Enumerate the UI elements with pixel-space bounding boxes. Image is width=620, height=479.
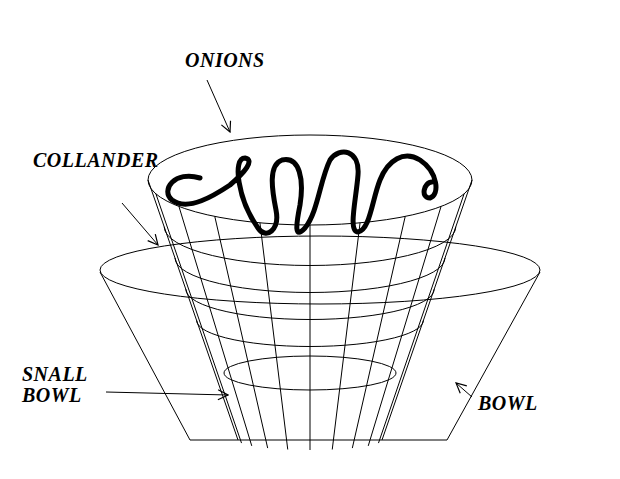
mesh-line: [148, 180, 238, 440]
part-name: SNALL BOWL: [22, 364, 104, 406]
mesh-line: [310, 225, 311, 450]
mesh-line: [179, 206, 252, 445]
mesh-line: [378, 194, 464, 443]
mesh-line: [332, 223, 360, 450]
mesh-line: [260, 223, 288, 450]
leader-lines: [106, 80, 472, 397]
onions-scribble: [168, 152, 436, 233]
bowl-outline: [100, 236, 540, 440]
mesh-line: [164, 227, 456, 266]
part-name: ONIONS: [185, 50, 305, 71]
mesh-line: [215, 216, 268, 448]
part-name: COLLANDER: [33, 150, 193, 171]
mesh-line: [368, 206, 441, 445]
colander-outline: [148, 135, 472, 450]
mesh-line: [197, 320, 424, 346]
part-name: BOWL: [478, 393, 578, 414]
mesh-line: [352, 216, 405, 448]
mesh-line: [156, 194, 242, 443]
mesh-line: [186, 289, 434, 319]
mesh-line: [175, 258, 445, 293]
mesh-line: [382, 180, 472, 440]
